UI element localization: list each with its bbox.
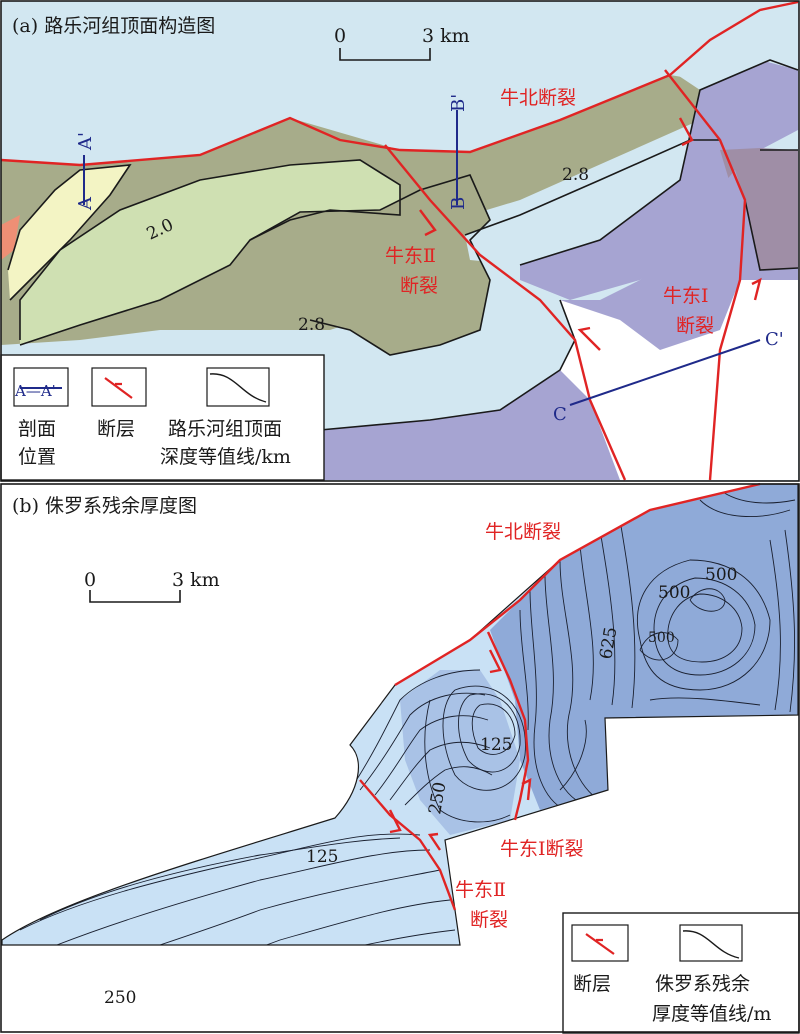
zone-yellow (8, 165, 130, 300)
contour-label-b-500-b: 500 (705, 565, 737, 585)
thickness-mid-fill-central (400, 670, 520, 835)
section-lines-a (83, 110, 761, 406)
fault-east-1-a (664, 69, 747, 481)
fault-east-2-b (359, 779, 457, 911)
panel-a-title: (a) 路乐河组顶面构造图 (12, 15, 215, 37)
fault-arrow-b-2 (521, 777, 532, 801)
section-label-b-prime: B' (448, 94, 469, 112)
legend-b-contour-line1: 侏罗系残余 (655, 973, 750, 995)
zone-light-blue-ne (670, 2, 798, 90)
faults-a (0, 0, 799, 481)
section-label-a: A (75, 196, 96, 211)
scale-bar-a (339, 48, 431, 61)
zone-no-data-se (560, 280, 798, 480)
contour-lines-b (19, 489, 796, 945)
scale-a-start: 0 (334, 25, 346, 47)
legend-a-fault-label: 断层 (97, 418, 135, 440)
contour-label-b-250-west: 250 (104, 988, 136, 1008)
legend-a-section-line2: 位置 (18, 446, 56, 468)
zone-mauve-east (720, 148, 798, 272)
fault-label-east-2-a-line2: 断裂 (400, 275, 438, 297)
fault-arrow-b-3 (388, 809, 402, 834)
panel-b-title: (b) 侏罗系残余厚度图 (12, 495, 197, 517)
panel-b-thickness-map: 500 500 500 625 125 250 125 250 (b) 侏罗系残… (0, 482, 800, 1034)
fault-north-a (0, 0, 799, 167)
zone-light-blue-north (465, 140, 720, 265)
fault-label-east-1-b: 牛东Ⅰ断裂 (500, 838, 584, 860)
legend-a-contour-line1: 路乐河组顶面 (168, 418, 282, 440)
fault-label-east-2-a-line1: 牛东Ⅱ (385, 245, 436, 267)
fault-arrow-a-4 (751, 277, 762, 301)
fault-arrow-a-2 (678, 117, 694, 147)
legend-a-section-line1: 剖面 (18, 418, 56, 440)
fault-label-east-2-b-line2: 断裂 (470, 909, 508, 931)
contour-label-b-125-west: 125 (306, 847, 338, 867)
section-label-c-prime: C' (765, 329, 784, 350)
scale-bar-b (89, 590, 181, 603)
fault-east-2-a (384, 144, 627, 481)
fault-label-east-1-a-line2: 断裂 (676, 315, 714, 337)
legend-a-contour-line2: 深度等值线/km (160, 446, 291, 468)
legend-a: A—A' 剖面 位置 断层 路乐河组顶面 深度等值线/km (0, 354, 325, 481)
legend-b: 断层 侏罗系残余 厚度等值线/m (562, 912, 800, 1034)
scale-b-start: 0 (84, 569, 96, 591)
fault-north-b (394, 482, 761, 687)
fault-label-north-b: 牛北断裂 (485, 521, 561, 543)
legend-b-fault-label: 断层 (573, 973, 611, 995)
scale-a-end: 3 km (422, 25, 470, 47)
contour-label-b-125-central: 125 (480, 735, 512, 755)
contour-label-b-500-a: 500 (658, 583, 690, 603)
legend-a-fault-swatch (91, 367, 147, 407)
section-label-c: C (553, 404, 567, 425)
contour-label-b-500-c: 500 (648, 630, 675, 646)
contour-label-2-8-south: 2.8 (298, 315, 325, 335)
scale-b-end: 3 km (172, 569, 220, 591)
fault-arrow-a-1 (419, 209, 437, 237)
zone-green (20, 160, 400, 345)
panel-a-structure-map: A A' B B' C C' 2.0 2.8 2.8 (a) 路乐河组顶面构造图… (0, 0, 800, 482)
legend-a-section-symbol: A—A' (14, 382, 56, 400)
fault-label-north-a: 牛北断裂 (500, 87, 576, 109)
zone-salmon (1, 215, 20, 260)
fault-arrow-b-1 (488, 649, 502, 674)
fault-label-east-2-b-line1: 牛东Ⅱ (455, 879, 506, 901)
fault-label-east-1-a-line1: 牛东Ⅰ (663, 285, 709, 307)
legend-b-contour-line2: 厚度等值线/m (652, 1003, 771, 1025)
fault-arrow-a-3 (577, 326, 601, 351)
zone-olive-central (250, 175, 490, 355)
zone-purple-east (520, 60, 798, 300)
faults-b (359, 482, 761, 911)
fault-arrow-b-4 (427, 832, 441, 851)
section-label-a-prime: A' (75, 132, 96, 151)
section-line-cc (569, 339, 761, 406)
section-label-b: B (448, 197, 469, 210)
contour-label-2-8-north: 2.8 (562, 165, 589, 185)
fault-east-1-b (486, 631, 530, 821)
